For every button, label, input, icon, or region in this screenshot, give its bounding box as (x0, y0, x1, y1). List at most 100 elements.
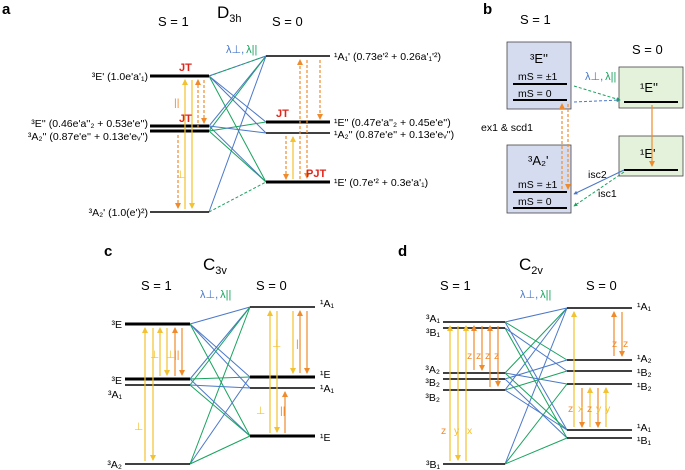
panel-a-triplet-labels: ³E' (1.0e'a'₁) ³E'' (0.46e'a''₂ + 0.53e'… (28, 71, 148, 219)
isc2-label: isc2 (588, 169, 607, 181)
panel-c-s-label: ¹A₁ (320, 383, 335, 395)
panel-a-singlet-labels: ¹A₁' (0.73e'² + 0.26a'₁'²) ¹E'' (0.47e'a… (334, 51, 454, 189)
panel-c-singlet-labels: ¹A₁ ¹E ¹A₁ ¹E (320, 298, 335, 444)
panel-d-t-label: ³B₂ (425, 377, 440, 389)
t-z: z (587, 403, 592, 415)
panel-a-pjt: PJT (306, 168, 326, 180)
panel-d-s-label: ¹B₂ (637, 381, 652, 393)
panel-c-trans-par: || (296, 338, 301, 350)
panel-d: d C2v S = 1 S = 0 λ⊥,λ|| (398, 243, 652, 470)
isc1-label: isc1 (598, 188, 617, 200)
t-z: z (623, 338, 628, 350)
panel-c-trans-par: || (280, 405, 285, 417)
panel-c-s-label: ¹E (320, 432, 331, 444)
panel-c-label: c (104, 243, 112, 260)
panel-a-t-label: ³A₂' (1.0(e')²) (89, 207, 148, 219)
panel-b: b S = 1 S = 0 ³E'' ³A₂' ¹E'' ¹E' mS = ±1… (481, 1, 684, 214)
panel-c-spin0: S = 0 (256, 278, 287, 293)
panel-c-trans-perp: ⊥ (166, 349, 175, 361)
panel-a-isc-lines (208, 55, 267, 213)
panel-c-trans-perp: ⊥ (272, 338, 281, 350)
panel-a-s-label: ¹A₂'' (0.87e'e'' + 0.13e'eᵥ'') (334, 129, 454, 141)
panel-d-t-label: ³B₁ (426, 327, 441, 339)
t-y: y (605, 403, 611, 415)
panel-a-levels (150, 55, 330, 213)
t-z: z (467, 350, 472, 362)
panel-d-symmetry: C2v (519, 255, 543, 277)
panel-d-label: d (398, 243, 407, 260)
panel-c-symmetry: C3v (203, 255, 227, 277)
ms-0-bottom: mS = 0 (518, 196, 552, 208)
panel-d-transitions (447, 311, 625, 461)
panel-a-trans-par: || (174, 97, 179, 109)
panel-d-spin1: S = 1 (440, 278, 471, 293)
panel-d-triplet-labels: ³A₁ ³B₁ ³A₂ ³B₂ ³B₂ ³B₁ (425, 313, 440, 470)
panel-a-trans-perp: ⊥ (176, 169, 185, 181)
panel-c-spin1: S = 1 (141, 278, 172, 293)
ms-pm-bottom: mS = ±1 (518, 179, 557, 191)
t-z: z (612, 338, 617, 350)
panel-c-s-label: ¹E (320, 369, 331, 381)
panel-a-symmetry: D3h (217, 3, 242, 25)
ms-0-top: mS = 0 (518, 88, 552, 100)
t-z: z (476, 350, 481, 362)
box-3A2 (506, 144, 572, 214)
panel-d-s-label: ¹B₁ (637, 435, 652, 447)
panel-a-t-label: ³E'' (0.46e'a''₂ + 0.53e'e'') (31, 118, 148, 130)
panel-a-spin1: S = 1 (158, 14, 189, 29)
panel-a-t-label: ³E' (1.0e'a'₁) (92, 71, 148, 83)
panel-a-spin0: S = 0 (272, 14, 303, 29)
panel-d-t-label: ³B₁ (426, 459, 441, 470)
panel-d-spin0: S = 0 (586, 278, 617, 293)
panel-d-t-label: ³A₂ (425, 364, 440, 376)
panel-d-s-label: ¹A₁ (637, 301, 652, 313)
t-x: x (578, 403, 584, 415)
box-3A2-label: ³A₂' (528, 153, 549, 168)
panel-d-trans-letters: z y x z z z z z x z y y z z (441, 338, 628, 437)
ms-pm-top: mS = ±1 (518, 71, 557, 83)
panel-c-t-label: ³A₂ (107, 459, 122, 470)
box-1E2-label: ¹E'' (640, 80, 658, 95)
panel-a-lambda: λ⊥,λ|| (226, 44, 257, 56)
box-3E (506, 41, 572, 110)
panel-b-spin1: S = 1 (520, 12, 551, 27)
panel-d-t-label: ³B₂ (425, 392, 440, 404)
panel-c-s-label: ¹A₁ (320, 298, 335, 310)
panel-d-s-label: ¹A₂ (637, 353, 652, 365)
panel-c-t-label: ³A₁ (108, 389, 123, 401)
panel-a-jt-1: JT (179, 62, 192, 74)
panel-d-s-label: ¹B₂ (637, 367, 652, 379)
t-z: z (441, 425, 446, 437)
panel-c-trans-perp: ⊥ (256, 405, 265, 417)
t-z: z (568, 403, 573, 415)
panel-c-levels (125, 306, 315, 465)
panel-d-t-label: ³A₁ (426, 313, 441, 325)
panel-c-t-label: ³E (112, 375, 123, 387)
panel-b-spin0: S = 0 (632, 42, 663, 57)
panel-c-trans-par: || (174, 349, 179, 361)
panel-c-t-label: ³E (112, 319, 123, 331)
t-x: x (467, 425, 473, 437)
panel-d-s-label: ¹A₁ (637, 422, 652, 434)
panel-c-isc-lines (189, 306, 251, 465)
panel-a-t-label: ³A₂'' (0.87e'e'' + 0.13e'eᵥ'') (28, 131, 148, 143)
ex1-label: ex1 & scd1 (481, 122, 533, 134)
panel-a-s-label: ¹E' (0.7e'² + 0.3e'a'₁) (334, 177, 428, 189)
panel-c-lambda: λ⊥,λ|| (200, 289, 231, 301)
t-z: z (485, 350, 490, 362)
panel-d-isc-lines (504, 307, 568, 465)
t-z: z (494, 350, 499, 362)
panel-d-singlet-labels: ¹A₁ ¹A₂ ¹B₂ ¹B₂ ¹A₁ ¹B₁ (637, 301, 652, 447)
panel-a-jt-3: JT (276, 108, 289, 120)
box-3E-label: ³E'' (530, 51, 548, 66)
panel-c-triplet-labels: ³E ³E ³A₁ ³A₂ (107, 319, 122, 470)
panel-c-trans-perp: ⊥ (134, 421, 143, 433)
panel-c-transitions (142, 310, 310, 461)
box-1E1-label: ¹E' (640, 146, 655, 161)
panel-a-jt-2: JT (179, 113, 192, 125)
panel-d-lambda: λ⊥,λ|| (520, 289, 551, 301)
panel-a-s-label: ¹E'' (0.47e'a''₂ + 0.45e'e'') (334, 117, 451, 129)
panel-b-lambda: λ⊥,λ|| (585, 71, 616, 83)
panel-b-label: b (483, 1, 492, 18)
